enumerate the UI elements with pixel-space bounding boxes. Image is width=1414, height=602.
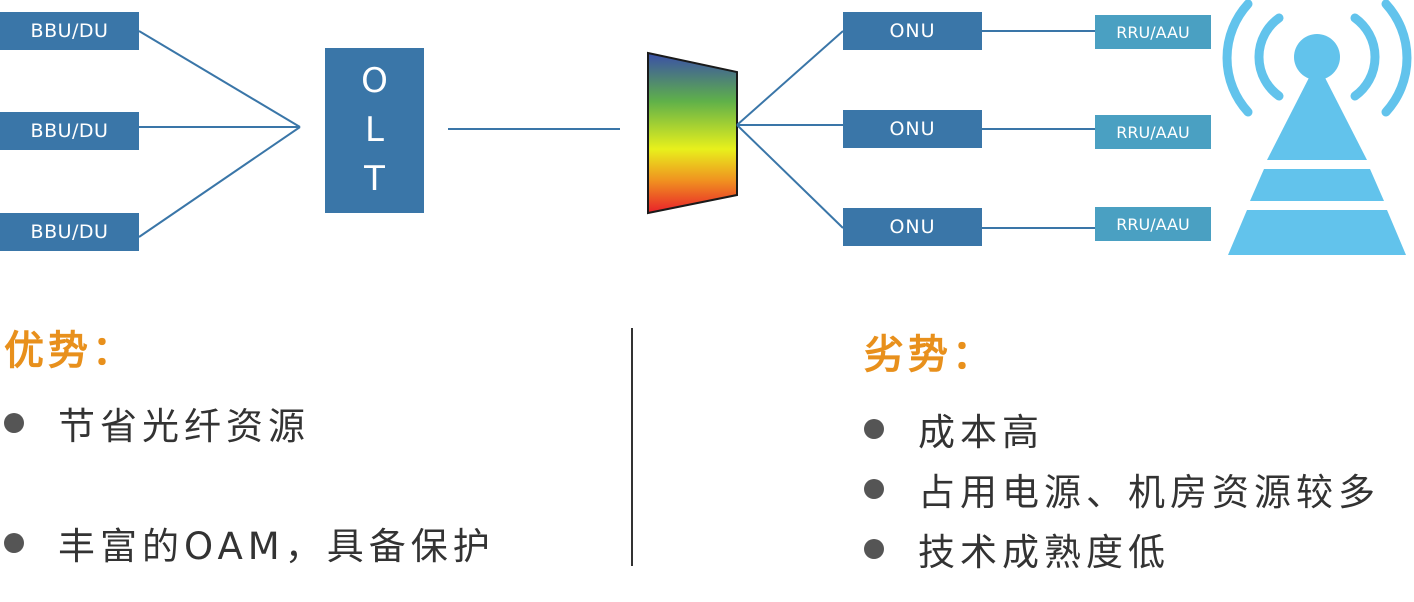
bbu-du-box-2: BBU/DU — [0, 112, 139, 150]
bullet-icon — [864, 539, 884, 559]
disadvantage-item-3: 技术成熟度低 — [864, 522, 1170, 576]
column-divider — [631, 328, 633, 566]
disadvantage-text-1: 成本高 — [918, 411, 1044, 454]
advantage-text-1: 节省光纤资源 — [58, 405, 310, 448]
bbu-du-box-1: BBU/DU — [0, 12, 139, 50]
bullet-icon — [4, 533, 24, 553]
disadvantage-item-1: 成本高 — [864, 402, 1044, 456]
link-splitter-onu3 — [736, 124, 844, 229]
network-diagram — [138, 0, 1412, 255]
bullet-icon — [864, 479, 884, 499]
onu-box-2: ONU — [843, 110, 982, 148]
disadvantage-text-3: 技术成熟度低 — [918, 531, 1170, 574]
optical-splitter — [647, 51, 738, 215]
link-bbu1-olt — [138, 30, 301, 128]
advantage-item-1: 节省光纤资源 — [4, 396, 310, 450]
advantages-heading: 优势： — [4, 328, 136, 374]
rru-aau-box-3: RRU/AAU — [1095, 207, 1211, 241]
advantage-text-2: 丰富的OAM，具备保护 — [58, 525, 495, 568]
bullet-icon — [864, 419, 884, 439]
bbu-du-box-3: BBU/DU — [0, 213, 139, 251]
disadvantages-heading: 劣势： — [864, 332, 996, 378]
rru-aau-box-2: RRU/AAU — [1095, 115, 1211, 149]
rru-aau-box-1: RRU/AAU — [1095, 15, 1211, 49]
olt-box: O L T — [325, 48, 424, 213]
link-splitter-onu1 — [736, 30, 844, 126]
onu-box-3: ONU — [843, 208, 982, 246]
cell-tower-icon — [1222, 0, 1412, 255]
olt-letter-o: O — [361, 61, 388, 101]
disadvantage-item-2: 占用电源、机房资源较多 — [864, 462, 1380, 516]
bullet-icon — [4, 413, 24, 433]
disadvantage-text-2: 占用电源、机房资源较多 — [918, 471, 1380, 514]
olt-letter-t: T — [364, 159, 385, 199]
advantage-item-2: 丰富的OAM，具备保护 — [4, 516, 495, 570]
link-bbu3-olt — [138, 126, 301, 238]
onu-box-1: ONU — [843, 12, 982, 50]
olt-letter-l: L — [365, 110, 384, 150]
